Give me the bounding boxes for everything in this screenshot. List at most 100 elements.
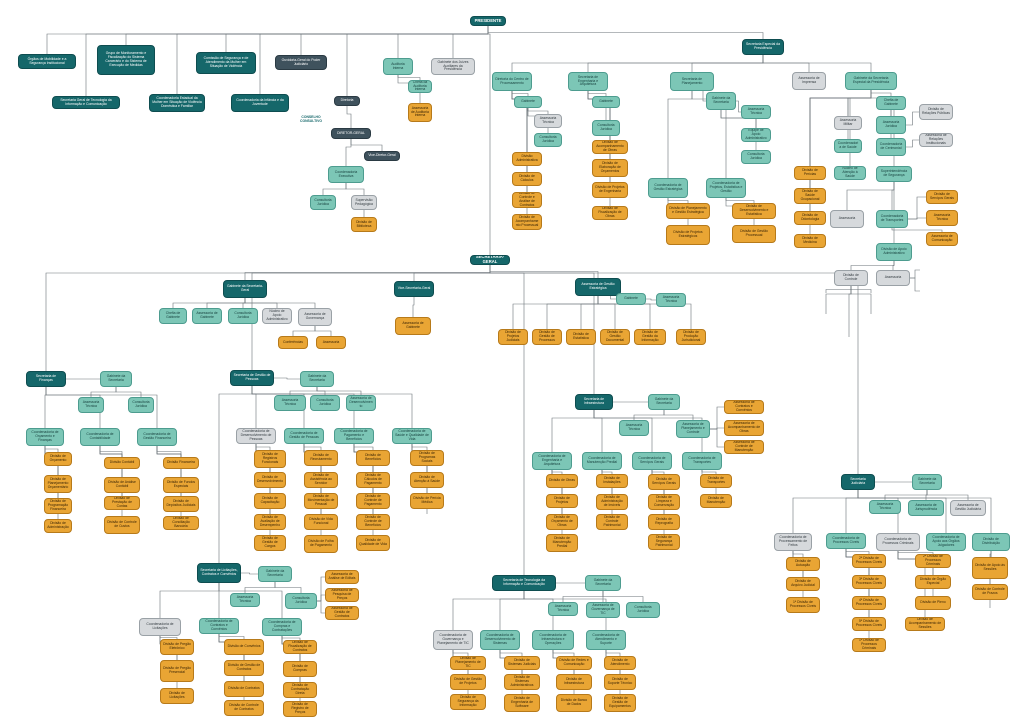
org-node-t13[interactable]: Divisão de Sistemas Administrativos (504, 674, 540, 690)
org-node-j12[interactable]: 1ª Divisão de Processos Cíveis (786, 597, 820, 613)
org-node-t20[interactable]: Divisão de Gestão de Equipamentos (604, 694, 636, 712)
org-node-i22[interactable]: Divisão de Transportes (700, 474, 732, 488)
org-node-sg2a[interactable]: Assessoria de Gabinete (395, 317, 431, 335)
org-node-p4[interactable]: Assessoria de Desenvolvimento (346, 395, 376, 411)
org-node-l16[interactable]: Divisão de Controle de Contratos (224, 700, 264, 716)
org-node-sg3e[interactable]: Divisão de Estatística (566, 329, 596, 345)
org-node-f0[interactable]: Secretaria de Finanças (26, 371, 66, 387)
org-node-j19[interactable]: Divisão de Órgão Especial (915, 575, 951, 589)
org-node-p24[interactable]: Divisão de Programas Sociais (410, 450, 444, 466)
org-node-pa5[interactable]: Auditoria Interna (383, 58, 413, 75)
org-node-l11[interactable]: Divisão de Pregão Presencial (160, 660, 194, 682)
org-node-sg1e[interactable]: Assessoria de Governança (298, 308, 332, 326)
org-node-d2a[interactable]: Gabinete (592, 96, 620, 108)
org-node-j14[interactable]: 3ª Divisão de Processos Cíveis (852, 575, 886, 589)
org-node-d1f[interactable]: Divisão de Controle e Análise de Contrat… (512, 192, 542, 208)
org-node-coordexec[interactable]: Coordenadoria Executiva (328, 166, 364, 183)
org-node-sg1d[interactable]: Núcleo de Apoio Administrativo (262, 308, 292, 324)
org-node-j11[interactable]: Divisão de Arquivo Judicial (786, 577, 820, 591)
org-node-j5[interactable]: Coordenadoria de Processamento de Feitos (774, 533, 812, 551)
org-node-j3[interactable]: Assessoria de Jurisprudência (908, 500, 944, 516)
org-node-p23[interactable]: Divisão de Qualidade de Vida (356, 535, 390, 551)
org-node-t5[interactable]: Coordenadoria de Governança e Planejamen… (433, 630, 473, 650)
org-node-f10[interactable]: Divisão de Administração (44, 519, 72, 533)
org-node-i23[interactable]: Divisão de Manutenção (700, 494, 732, 508)
org-node-l4[interactable]: Assessoria de Análise de Editais (325, 570, 359, 584)
org-node-t0[interactable]: Secretaria de Tecnologia da Informação e… (492, 575, 556, 591)
org-node-sg1c[interactable]: Consultoria Jurídica (228, 308, 258, 324)
org-node-d1e[interactable]: Divisão de Cálculos (512, 172, 542, 186)
org-node-d5f[interactable]: Assessoria de Relações Institucionais (919, 133, 953, 147)
org-node-d3j[interactable]: Divisão de Gestão Processual (732, 225, 776, 243)
org-node-l6[interactable]: Assessoria de Gestão de Contratos (325, 606, 359, 620)
org-node-i6[interactable]: Assessoria de Controle de Manutenção (724, 440, 764, 454)
org-node-i7[interactable]: Coordenadoria de Engenharia e Arquitetur… (532, 452, 572, 470)
org-node-i13[interactable]: Divisão de Orçamento de Obras (546, 514, 578, 530)
org-node-l14[interactable]: Divisão de Gestão de Contratos (224, 660, 264, 676)
org-node-f8[interactable]: Divisão de Planejamento Orçamentário (44, 475, 72, 493)
org-node-l10[interactable]: Divisão de Pregão Eletrônico (160, 639, 194, 655)
org-node-i4[interactable]: Assessoria de Contratos e Convênios (724, 400, 764, 414)
org-node-t16[interactable]: Divisão de Infraestrutura (556, 674, 592, 690)
org-node-d5p[interactable]: Divisão de Serviços Gerais (926, 190, 958, 204)
org-node-t10[interactable]: Divisão de Gestão de Projetos (450, 674, 486, 690)
org-node-sg3d[interactable]: Divisão de Gestão de Processos (532, 329, 562, 345)
org-node-d1b[interactable]: Assessoria Técnica (534, 114, 562, 128)
org-node-p10[interactable]: Divisão de Desenvolvimento (254, 472, 286, 488)
org-node-i9[interactable]: Coordenadoria de Serviços Gerais (632, 452, 672, 470)
org-node-f13[interactable]: Divisão de Prestação de Contas (104, 496, 140, 510)
org-node-j20[interactable]: Divisão de Pleno (915, 596, 951, 610)
org-node-p17[interactable]: Divisão de Vida Funcional (304, 514, 338, 530)
org-node-t15[interactable]: Divisão de Redes e Comunicação (556, 656, 592, 670)
org-node-d3e[interactable]: Coordenadoria de Gestão Estratégica (648, 178, 688, 198)
org-node-i10[interactable]: Coordenadoria de Transportes (682, 452, 722, 470)
org-node-p0[interactable]: Secretaria de Gestão de Pessoas (230, 370, 274, 386)
org-node-f3[interactable]: Consultoria Jurídica (128, 397, 154, 413)
org-node-i19[interactable]: Divisão de Limpeza e Conservação (648, 494, 680, 510)
org-node-l18[interactable]: Divisão de Compras (283, 661, 317, 677)
org-node-j21[interactable]: Divisão de Acompanhamento de Sessões (905, 617, 945, 631)
org-node-i18[interactable]: Divisão de Serviços Gerais (648, 474, 680, 490)
org-node-f18[interactable]: Divisão de Conciliação Bancária (163, 516, 199, 530)
org-node-i21[interactable]: Divisão de Segurança Patrimonial (648, 534, 680, 550)
org-node-d2b[interactable]: Consultoria Jurídica (592, 120, 620, 136)
org-node-dep[interactable]: Secretaria Especial da Presidência (742, 39, 784, 55)
org-node-d5o[interactable]: Coordenadoria de Transportes (876, 210, 908, 228)
org-node-p6[interactable]: Coordenadoria de Gestão de Pessoas (284, 428, 324, 444)
org-node-i5[interactable]: Assessoria de Acompanhamento de Obras (724, 420, 764, 436)
org-node-j6[interactable]: Coordenadoria de Processos Cíveis (826, 533, 866, 549)
org-node-d5t[interactable]: Divisão de Controle (834, 270, 868, 286)
org-node-f11[interactable]: Divisão Contábil (104, 457, 140, 469)
org-node-i17[interactable]: Divisão de Controle Patrimonial (596, 514, 628, 530)
org-node-i11[interactable]: Divisão de Obras (546, 474, 578, 488)
org-node-j13[interactable]: 2ª Divisão de Processos Cíveis (852, 554, 886, 568)
org-node-pa9[interactable]: Coordenadoria da Infância e da Juventude (231, 94, 289, 112)
org-node-p22[interactable]: Divisão de Controle de Benefícios (356, 514, 390, 530)
org-node-d3b[interactable]: Assessoria Técnica (741, 105, 771, 119)
org-node-i0[interactable]: Secretaria de Infraestrutura (575, 394, 613, 410)
org-node-p19[interactable]: Divisão de Benefícios (356, 450, 390, 466)
org-node-d1d[interactable]: Divisão Administrativa (512, 152, 542, 166)
org-node-l2[interactable]: Assessoria Técnica (230, 593, 260, 607)
org-node-i2[interactable]: Assessoria Técnica (619, 420, 649, 436)
org-node-f9[interactable]: Divisão de Programação Financeira (44, 498, 72, 514)
org-node-d5j[interactable]: Divisão de Odontologia (794, 211, 826, 225)
org-node-l17[interactable]: Divisão de Fiscalização de Contratos (283, 640, 317, 654)
org-node-p11[interactable]: Divisão de Capacitação (254, 493, 286, 509)
org-node-d5[interactable]: Gabinete da Secretaria Especial da Presi… (845, 72, 897, 90)
org-node-l3[interactable]: Consultoria Jurídica (285, 593, 317, 609)
org-node-l0[interactable]: Secretaria de Licitações, Contratos e Co… (197, 563, 241, 583)
org-node-cg2[interactable]: Assessoria de Auditoria Interna (408, 103, 432, 122)
org-node-t12[interactable]: Divisão de Sistemas Judiciais (504, 656, 540, 670)
org-node-sg3f[interactable]: Divisão de Gestão Documental (600, 329, 630, 345)
org-node-diretor[interactable]: DIRETOR-GERAL (331, 128, 371, 139)
org-node-d5n[interactable]: Assessoria (830, 210, 864, 228)
org-node-i14[interactable]: Divisão de Manutenção Predial (546, 534, 578, 552)
org-node-diradj[interactable]: Vice-Diretor-Geral (364, 151, 400, 161)
org-node-cons[interactable]: CONSELHO CONSULTIVO (300, 114, 322, 123)
org-node-t3[interactable]: Assessoria de Governança de TIC (586, 602, 620, 618)
org-node-d3g[interactable]: Divisão de Planejamento e Gestão Estraté… (666, 203, 710, 219)
org-node-p9[interactable]: Divisão de Registros Funcionais (254, 450, 286, 468)
org-node-f6[interactable]: Coordenadoria de Gestão Financeira (137, 428, 177, 446)
org-node-j22[interactable]: Divisão de Apoio às Sessões (972, 557, 1008, 579)
